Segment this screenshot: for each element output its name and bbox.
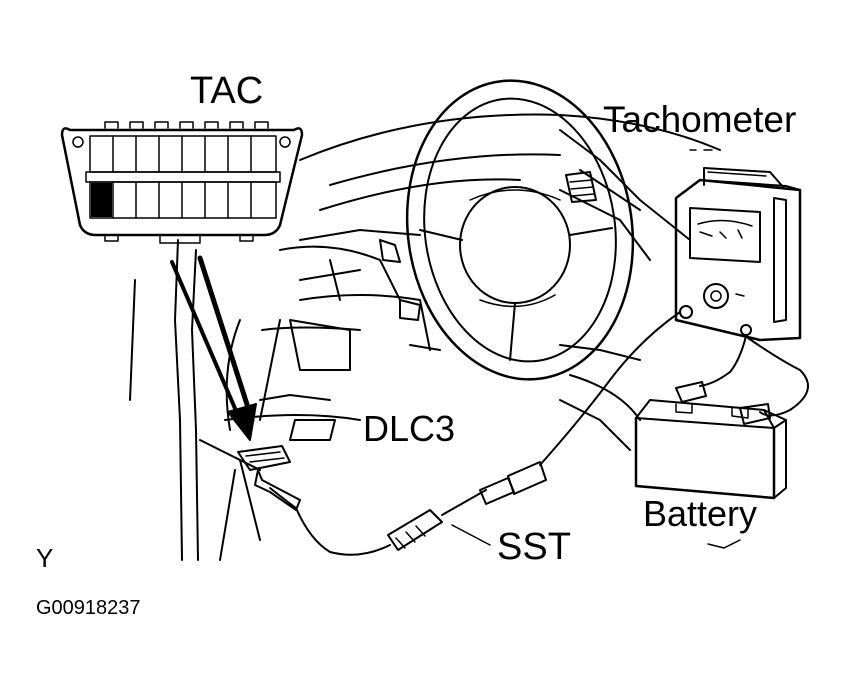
dlc3-port xyxy=(237,445,301,511)
battery-leads xyxy=(675,335,809,425)
arrow-icon xyxy=(170,255,257,441)
tachometer-meter-icon xyxy=(674,149,802,342)
dlc3-connector-pinout-icon xyxy=(60,121,304,244)
corner-mark: Y xyxy=(36,543,54,573)
steering-wheel-icon xyxy=(405,79,635,381)
tac-label: TAC xyxy=(190,70,264,112)
figure-code: G00918237 xyxy=(36,597,141,619)
tachometer-label: Tachometer xyxy=(603,99,797,140)
dlc3-label: DLC3 xyxy=(363,408,456,449)
battery-label: Battery xyxy=(643,493,758,534)
sst-cable xyxy=(295,305,693,556)
battery-icon xyxy=(634,399,787,549)
sst-label: SST xyxy=(497,526,571,568)
